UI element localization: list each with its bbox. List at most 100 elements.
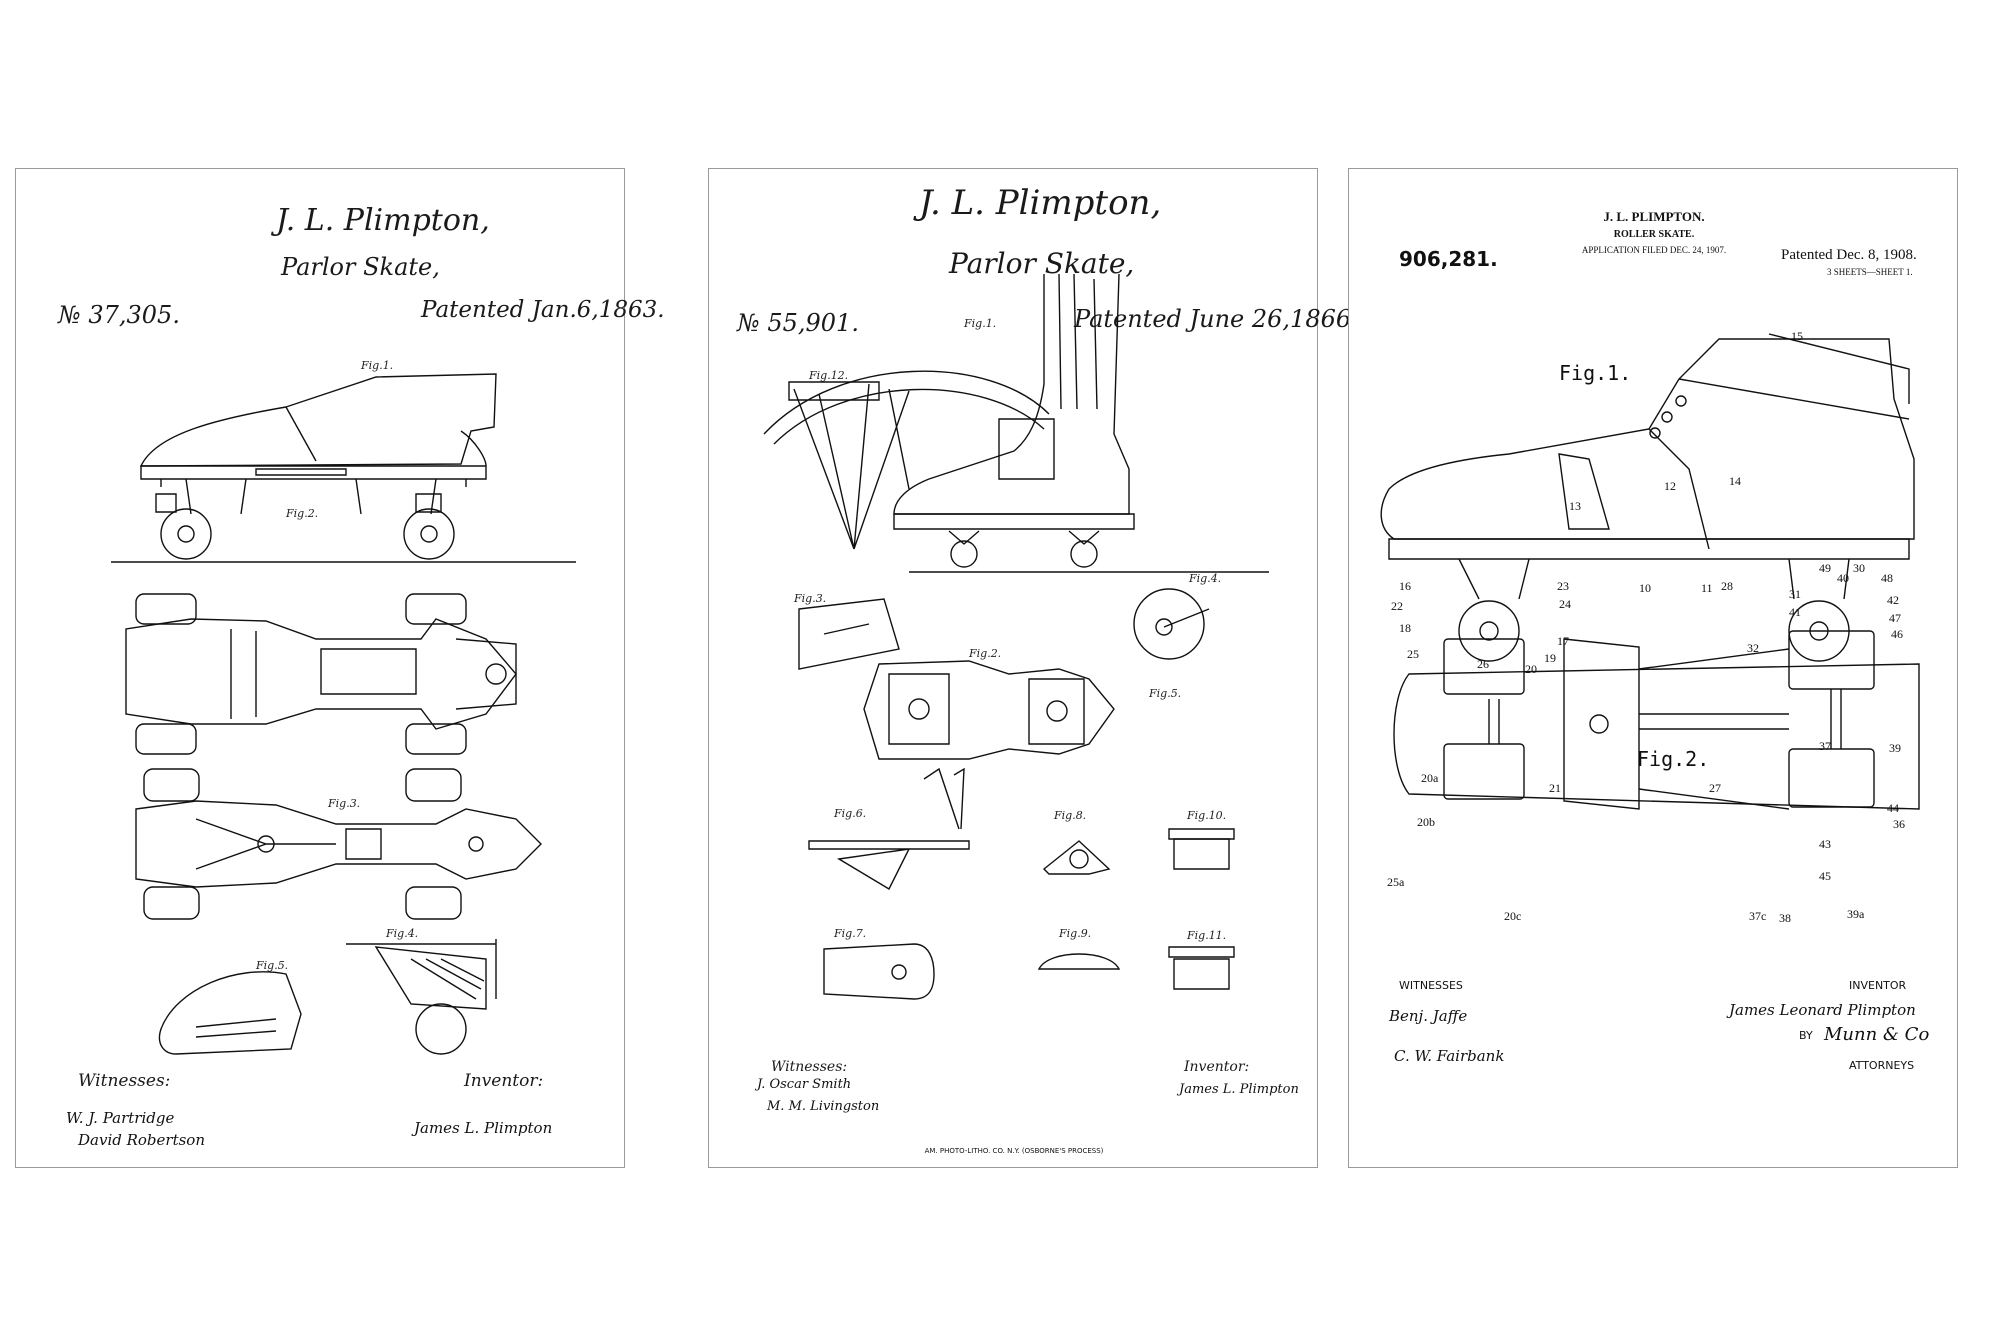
ref-number: 45	[1819, 869, 1831, 883]
patent-title: Parlor Skate,	[949, 247, 1135, 280]
ref-number: 27	[1709, 781, 1721, 795]
ref-number: 20a	[1421, 771, 1439, 785]
ref-number: 32	[1747, 641, 1759, 655]
ref-number: 48	[1881, 571, 1893, 585]
plate-drawing	[799, 599, 899, 669]
patent-date: Patented June 26,1866.	[1074, 305, 1359, 333]
attorney-signature: Munn & Co	[1824, 1024, 1930, 1045]
patent-number: № 55,901.	[737, 309, 859, 337]
inventor-label: Inventor:	[1184, 1059, 1250, 1075]
ref-number: 44	[1887, 801, 1899, 815]
figure-label: Fig.7.	[834, 927, 867, 940]
patent-title: Parlor Skate,	[281, 253, 440, 281]
patent-sheet-1908[interactable]: J. L. PLIMPTON. ROLLER SKATE. APPLICATIO…	[1348, 168, 1958, 1168]
skate-plan-view-drawing	[1394, 631, 1919, 809]
figure-label: Fig.4.	[386, 927, 419, 940]
ref-number: 42	[1887, 593, 1899, 607]
patent-drawings	[16, 169, 626, 1169]
figure-label: Fig.6.	[834, 807, 867, 820]
inventor-label: Inventor:	[464, 1071, 544, 1091]
inventor-label: INVENTOR	[1849, 979, 1907, 992]
figure-label: Fig.2.	[286, 507, 319, 520]
ref-number: 17	[1557, 634, 1569, 648]
ref-number: 31	[1789, 587, 1801, 601]
witness-signature: David Robertson	[78, 1131, 206, 1149]
figure-label: Fig.1.	[361, 359, 394, 372]
figure-label: Fig.1.	[1559, 361, 1632, 385]
by-label: BY	[1799, 1029, 1813, 1042]
runner-drawing	[159, 972, 301, 1054]
ref-number: 20b	[1417, 815, 1435, 829]
arc-clamp-drawing	[764, 371, 1049, 549]
inventor-signature: James L. Plimpton	[1179, 1082, 1299, 1097]
figure-label: Fig.8.	[1054, 809, 1087, 822]
patent-number: № 37,305.	[58, 301, 180, 329]
ref-number: 43	[1819, 837, 1831, 851]
figure-label: Fig.10.	[1187, 809, 1227, 822]
witnesses-label: Witnesses:	[771, 1059, 848, 1075]
ref-number: 14	[1729, 474, 1741, 488]
witness-signature: W. J. Partridge	[66, 1109, 175, 1127]
roller-skate-boot-drawing	[1381, 334, 1914, 661]
skate-side-view-drawing	[111, 374, 576, 562]
inventor-name: J. L. Plimpton,	[919, 183, 1162, 223]
application-line: APPLICATION FILED DEC. 24, 1907.	[1581, 245, 1727, 255]
figure-label: Fig.2.	[969, 647, 1002, 660]
leg-and-skate-drawing	[894, 274, 1269, 572]
wheel-detail-drawing	[1134, 589, 1209, 659]
ref-number: 15	[1791, 329, 1803, 343]
ref-number: 37	[1819, 739, 1831, 753]
ref-number: 25a	[1387, 875, 1405, 889]
figure-label: Fig.5.	[1149, 687, 1182, 700]
ref-number: 38	[1779, 911, 1791, 925]
ref-number: 49	[1819, 561, 1831, 575]
figure-label: Fig.9.	[1059, 927, 1092, 940]
patent-drawings	[1349, 169, 1959, 1169]
figure-label: Fig.3.	[328, 797, 361, 810]
ref-number: 24	[1559, 597, 1571, 611]
ref-number: 41	[1789, 605, 1801, 619]
patent-sheet-1866[interactable]: J. L. Plimpton, Parlor Skate, № 55,901. …	[708, 168, 1359, 1169]
sole-plan-drawing	[864, 661, 1114, 759]
ref-number: 13	[1569, 499, 1581, 513]
ref-number: 36	[1893, 817, 1905, 831]
patent-date: Patented Dec. 8, 1908.	[1781, 247, 1917, 263]
ref-number: 23	[1557, 579, 1569, 593]
wheel-section-drawing	[346, 939, 496, 1054]
sheets-line: 3 SHEETS—SHEET 1.	[1827, 267, 1913, 277]
ref-number: 19	[1544, 651, 1556, 665]
ref-number: 40	[1837, 571, 1849, 585]
figure-label: Fig.5.	[256, 959, 289, 972]
ref-number: 25	[1407, 647, 1419, 661]
witnesses-label: WITNESSES	[1399, 979, 1463, 992]
patent-date: Patented Jan.6,1863.	[421, 297, 665, 323]
ref-number: 46	[1891, 627, 1903, 641]
witnesses-label: Witnesses:	[78, 1071, 171, 1091]
inventor-name: J. L. Plimpton,	[276, 203, 490, 238]
witness-signature: J. Oscar Smith	[757, 1077, 852, 1092]
patent-drawings	[709, 169, 1319, 1169]
figure-label: Fig.12.	[809, 369, 849, 382]
inventor-name: J. L. PLIMPTON.	[1603, 209, 1705, 224]
witness-signature: M. M. Livingston	[767, 1099, 880, 1114]
figure-label: Fig.3.	[794, 592, 827, 605]
printer-line: AM. PHOTO-LITHO. CO. N.Y. (OSBORNE'S PRO…	[924, 1147, 1104, 1155]
witness-signature: C. W. Fairbank	[1394, 1047, 1505, 1065]
ref-number: 37c	[1749, 909, 1767, 923]
skate-bottom-view-drawing	[136, 769, 541, 919]
ref-number: 18	[1399, 621, 1411, 635]
ref-number: 16	[1399, 579, 1411, 593]
patent-sheet-1863[interactable]: J. L. Plimpton, Parlor Skate, № 37,305. …	[15, 168, 665, 1169]
patent-number: 906,281.	[1399, 247, 1498, 271]
ref-number: 21	[1549, 781, 1561, 795]
skate-top-view-drawing	[126, 594, 516, 754]
ref-number: 39a	[1847, 907, 1865, 921]
figure-label: Fig.4.	[1189, 572, 1222, 585]
detail-figures-row-2	[824, 944, 1234, 999]
ref-number: 22	[1391, 599, 1403, 613]
inventor-signature: James L. Plimpton	[414, 1119, 553, 1137]
ref-number: 10	[1639, 581, 1651, 595]
ref-number: 20c	[1504, 909, 1522, 923]
ref-number: 28	[1721, 579, 1733, 593]
witness-signature: Benj. Jaffe	[1389, 1007, 1468, 1025]
